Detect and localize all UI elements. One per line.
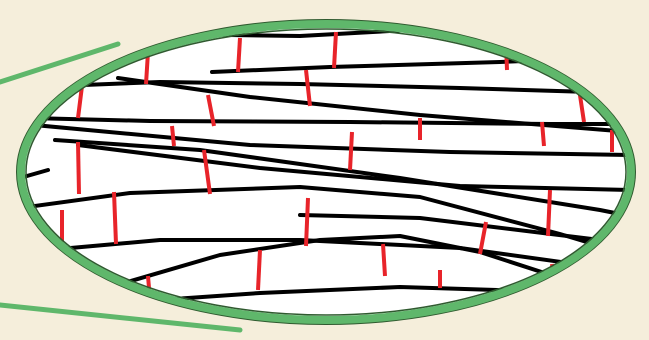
fiber-strand [128,285,562,304]
crosslink [381,243,387,277]
crosslink [546,189,552,237]
crosslink [304,197,310,247]
crosslink [540,121,546,147]
crosslink [236,37,242,73]
crosslink [76,85,84,119]
crosslink [304,69,312,107]
crosslink [112,191,118,245]
pointer-lines [0,41,243,333]
fiber-strand [56,80,592,94]
crosslink [332,31,338,69]
pointer-line-top [0,41,121,85]
fiber-strand [76,143,631,192]
fiber-strand [46,238,592,268]
crosslink [478,221,488,255]
pointer-line-bottom [0,302,243,333]
fiber-strand [98,234,562,292]
crosslink [76,141,81,195]
crosslink [206,94,216,127]
crosslink [256,249,262,291]
crosslink [170,125,176,147]
lens-ring [16,19,636,325]
fiber-strand [298,213,602,242]
fiber-strand [26,116,631,126]
crosslink [348,131,354,171]
crosslink [202,149,212,195]
